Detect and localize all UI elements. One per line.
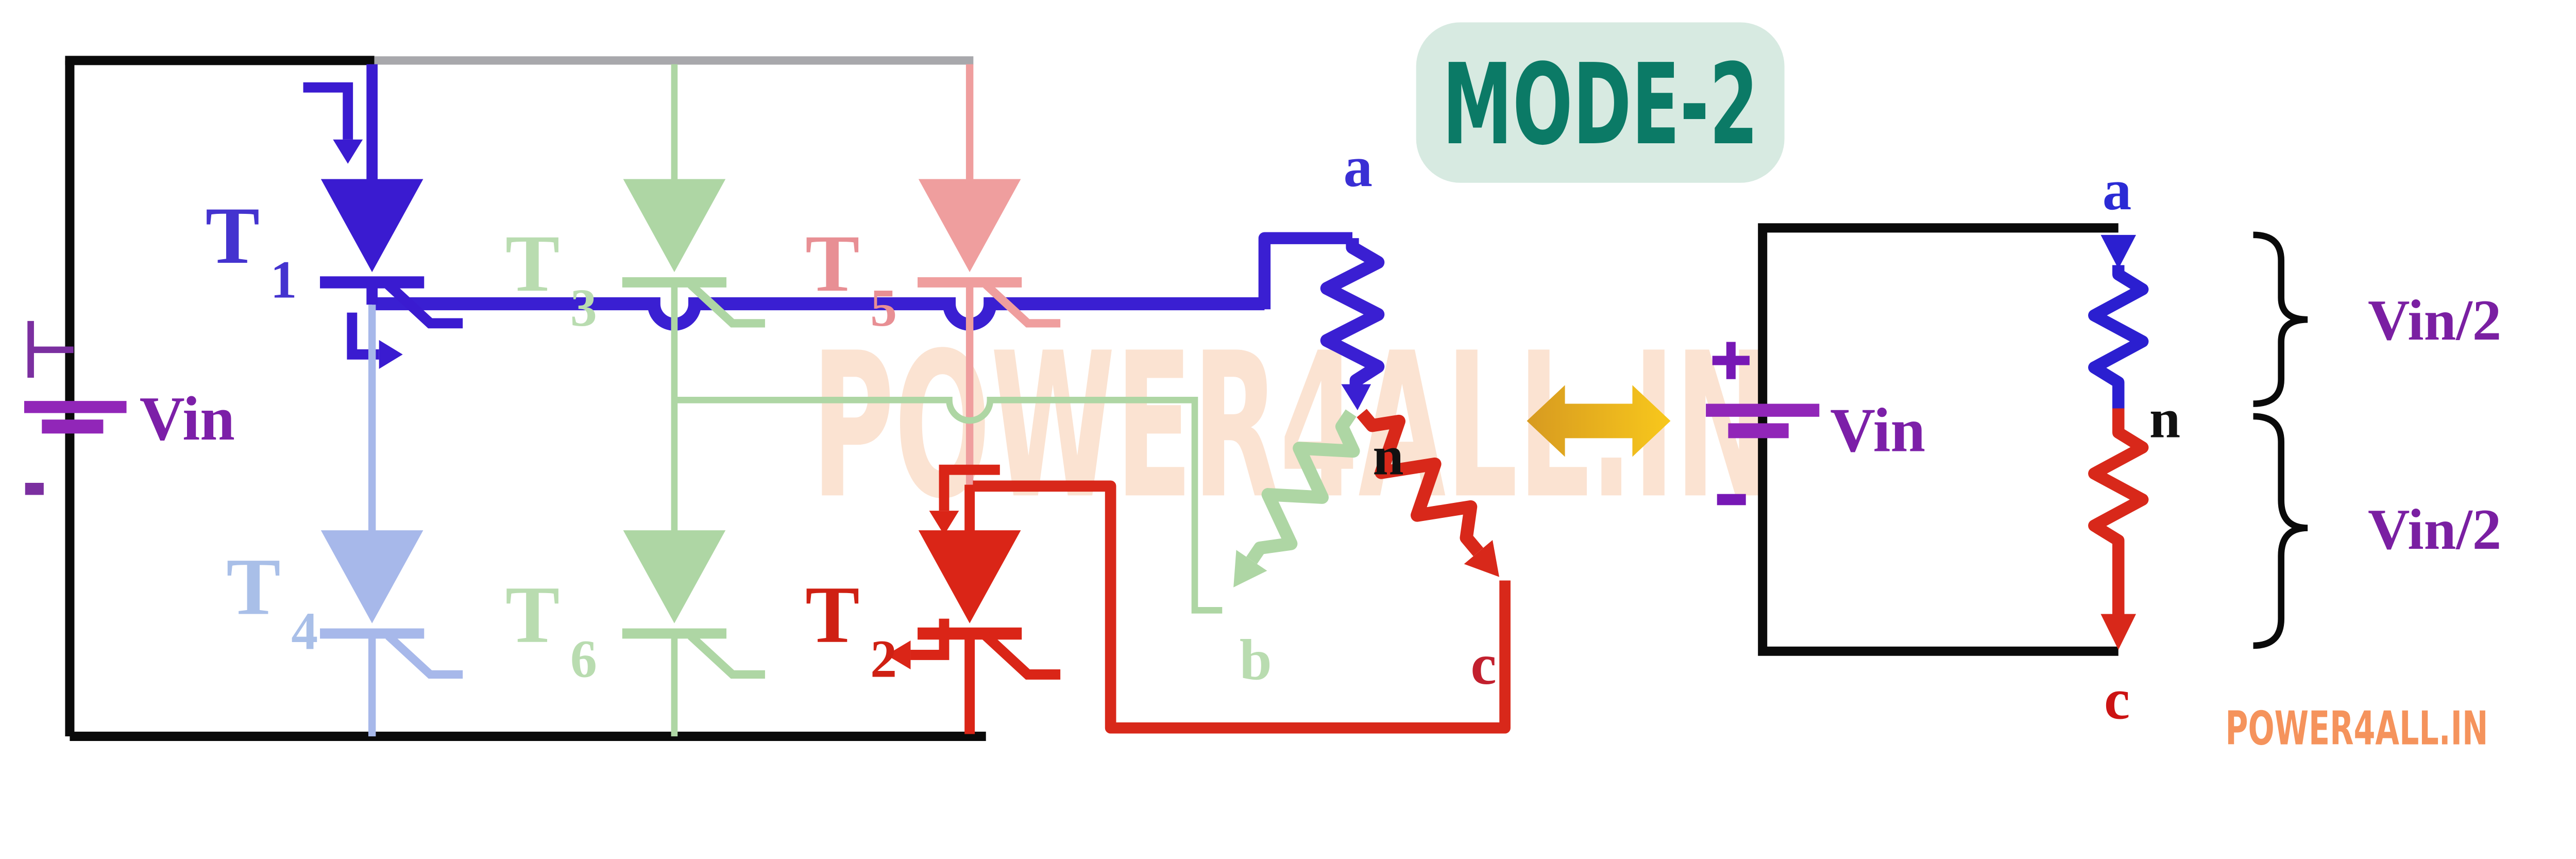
T2-label: T <box>805 570 859 660</box>
battery-minus-mark <box>25 482 44 495</box>
T2-label-sub: 2 <box>870 630 897 688</box>
dc-source: Vin <box>24 321 235 495</box>
equivalent-node-c-label: c <box>2104 667 2130 732</box>
T6-label-sub: 6 <box>570 630 597 688</box>
T1-label: T <box>206 191 260 281</box>
equivalent-plus-mark <box>1712 342 1750 379</box>
T3-label: T <box>505 218 560 309</box>
T2-triangle <box>918 530 1021 624</box>
T3-triangle <box>623 179 726 273</box>
T4-label: T <box>226 542 280 632</box>
thyristor-T6: T 6 <box>505 530 765 736</box>
T1-label-sub: 1 <box>270 251 297 310</box>
battery-plus-mark <box>27 321 74 378</box>
T2-current-out-arrow-icon <box>886 618 950 669</box>
phase-a-resistor <box>1320 238 1385 411</box>
thyristor-T2: T 2 <box>805 464 1061 734</box>
T2-gate-pulse-arrow-icon <box>929 464 1000 535</box>
T3-label-sub: 3 <box>570 279 597 338</box>
inverter-mode2-diagram: POWER4ALL.IN Vin <box>24 22 2502 756</box>
node-c-label: c <box>1471 632 1497 697</box>
T1-gate-pulse-arrow-icon <box>303 82 363 164</box>
battery-short-plate <box>42 419 104 434</box>
footer-logo: POWER4ALL.IN <box>2225 701 2488 755</box>
equivalent-minus-mark <box>1717 494 1746 506</box>
equivalent-upper-resistor <box>2088 234 2149 411</box>
T4-gate-lead <box>385 633 463 679</box>
phase-c-current-arrow-icon <box>1464 540 1499 577</box>
T4-triangle <box>320 530 423 624</box>
phase-b-current-arrow-icon <box>1233 550 1267 587</box>
T1-triangle <box>320 179 423 273</box>
equivalent-source-label: Vin <box>1830 396 1925 465</box>
node-b-label: b <box>1240 628 1272 692</box>
T4-label-sub: 4 <box>291 602 318 661</box>
mode-badge-label: MODE-2 <box>1442 40 1758 170</box>
brace-upper <box>2253 231 2308 407</box>
T5-label: T <box>805 218 859 309</box>
equivalent-source: Vin <box>1706 342 1925 506</box>
node-a-label: a <box>1344 134 1372 199</box>
load-star: a n b c <box>674 134 1511 734</box>
battery-long-plate <box>24 401 127 413</box>
T3-gate-lead <box>687 281 765 328</box>
lower-current-arrow-icon <box>2100 614 2137 650</box>
equivalent-short-plate <box>1728 423 1789 439</box>
circuit-canvas: POWER4ALL.IN Vin <box>24 22 2502 756</box>
equivalence-arrow-icon <box>1527 385 1671 457</box>
upper-voltage-label: Vin/2 <box>2368 288 2501 352</box>
phase-b-wire <box>674 396 1223 614</box>
brace-lower <box>2253 413 2308 649</box>
node-n-label: n <box>1372 425 1403 487</box>
equivalent-lower-resistor <box>2088 408 2149 650</box>
mode-badge-bg <box>1416 22 1785 183</box>
phase-b-resistor <box>1233 409 1360 587</box>
source-label: Vin <box>140 384 235 453</box>
T1-gate-lead <box>385 281 463 329</box>
equivalent-node-n-label: n <box>2149 388 2180 450</box>
T5-gate-lead <box>983 281 1061 328</box>
T5-label-sub: 5 <box>870 279 897 338</box>
equivalent-node-a-label: a <box>2103 158 2131 222</box>
phase-c-resistor <box>1357 409 1499 577</box>
upper-current-arrow-icon <box>2100 234 2137 269</box>
thyristor-T1: T 1 <box>206 64 463 369</box>
T1-current-out-arrow-icon <box>347 312 403 369</box>
phase-a-current-arrow-icon <box>1341 384 1371 411</box>
equivalent-circuit: Vin a n c Vin/2 Vin/2 <box>1706 158 2501 732</box>
phase-c-wire <box>973 480 1511 734</box>
thyristor-T3: T 3 <box>505 64 765 533</box>
T6-label: T <box>505 570 560 660</box>
thyristor-T5: T 5 <box>805 64 1061 488</box>
equivalent-long-plate <box>1706 403 1820 417</box>
phase-a-bus <box>372 297 1265 331</box>
thyristor-T4: T 4 <box>226 305 463 736</box>
T2-gate-lead <box>982 632 1061 680</box>
lower-voltage-label: Vin/2 <box>2368 497 2501 562</box>
T6-triangle <box>623 530 726 624</box>
mode-badge: MODE-2 <box>1416 22 1785 183</box>
T6-gate-lead <box>687 633 765 679</box>
main-circuit: Vin T 1 <box>24 56 1511 741</box>
phase-a-riser <box>1258 232 1353 310</box>
T5-triangle <box>918 179 1021 273</box>
equivalent-frame <box>1758 223 2119 656</box>
